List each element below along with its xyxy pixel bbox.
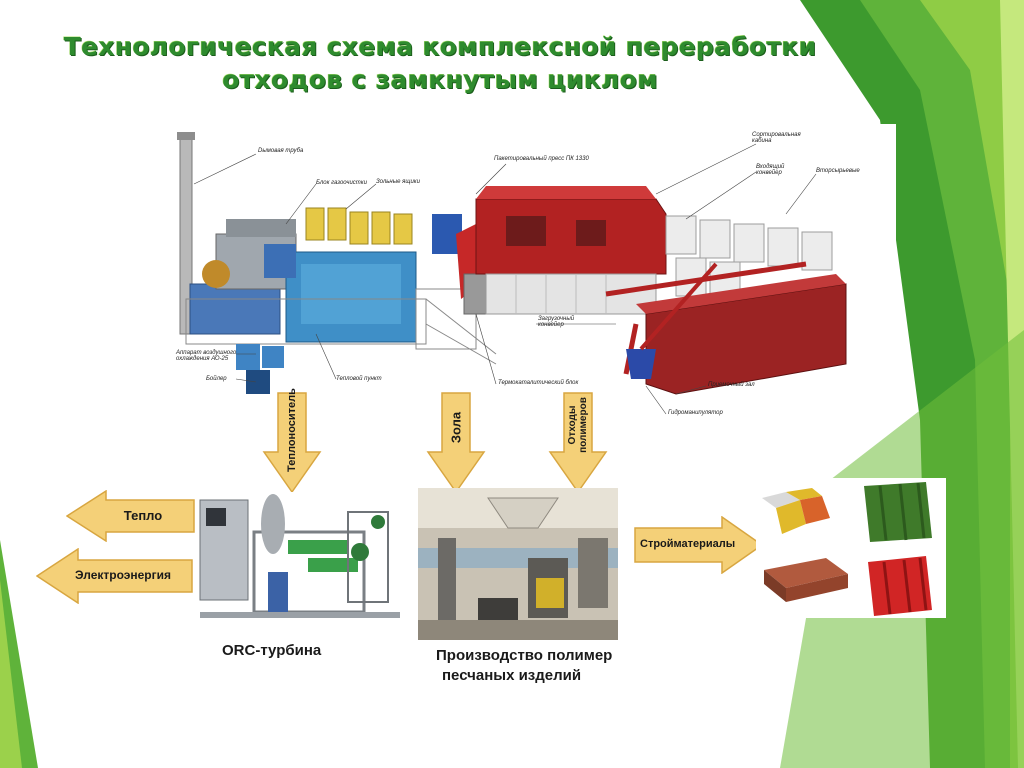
title-line-1: Технологическая схема комплексной перера… (63, 32, 817, 61)
caption-production-line-2: песчаных изделий (442, 667, 582, 684)
output-label-heat: Тепло (123, 508, 163, 523)
flow-label-ash: Зола (448, 411, 464, 444)
label-cooling-unit: Аппарат воздушного охлаждения АО-25 (176, 350, 237, 362)
label-boiler: Бойлер (206, 376, 227, 382)
label-loading-conveyor: Загрузочный конвейер (538, 316, 575, 328)
caption-production: Производство полимер песчаных изделий (436, 646, 612, 686)
down-arrow-polymer (548, 392, 608, 494)
boiler-icon (236, 344, 284, 394)
label-recyclables: Вторсырьевые (816, 168, 860, 174)
output-label-building-materials: Стройматериалы (640, 538, 736, 550)
label-chimney: Dымовая труба (258, 148, 304, 154)
left-arrow-heat (66, 490, 195, 542)
platform-frame (185, 288, 497, 365)
label-gas-cleaning: Блок газоочистки (316, 180, 367, 186)
hydromanipulator-icon (626, 262, 718, 379)
label-hydromanipulator: Гидроманипулятор (668, 410, 723, 416)
right-arrow-building-materials (634, 516, 764, 574)
red-roof-tile-icon (868, 556, 932, 616)
orc-turbine-image (198, 492, 408, 632)
flow-label-polymer-waste: Отходы полимеров (567, 397, 589, 453)
output-label-electricity: Электроэнергия (74, 568, 172, 582)
label-heat-point: Тепловой пункт (336, 376, 382, 382)
caption-orc-turbine: ORC-турбина (222, 642, 322, 659)
plant-illustration-panel: Dымовая труба Блок газоочистки Зольные я… (176, 124, 896, 422)
building-materials-image (756, 478, 946, 618)
paving-tiles-icon (762, 488, 830, 534)
down-arrow-ash (426, 392, 486, 494)
press-container-icon (475, 186, 667, 315)
receiving-bunker-icon (636, 274, 847, 395)
plant-illustration (177, 132, 847, 415)
production-photo (418, 488, 618, 640)
label-leader-lines (193, 143, 817, 415)
label-press: Пакетировальный пресс ПК 1330 (494, 156, 589, 162)
ash-bins-icon (305, 207, 413, 245)
down-arrow-coolant (262, 392, 322, 494)
brick-icon (764, 558, 848, 602)
label-input-conveyor: Входящий конвейер (756, 164, 785, 176)
left-arrow-electricity (36, 548, 193, 604)
flow-label-coolant: Теплоноситель (286, 388, 298, 472)
label-receiving-bunker: Приемочный зал (708, 382, 755, 388)
incinerator-icon (189, 219, 297, 335)
gas-cleaning-icon (264, 244, 417, 343)
label-cabin: Сортировальная кабина (752, 132, 801, 144)
title-line-2: отходов с замкнутым циклом (222, 65, 658, 94)
green-roof-tile-icon (864, 482, 932, 542)
caption-production-line-1: Производство полимер (436, 647, 613, 664)
label-ash-bins: Зольные ящики (376, 179, 420, 185)
slide-title: Технологическая схема комплексной перера… (60, 30, 820, 96)
label-thermal-block: Термокаталитический блок (498, 380, 579, 386)
